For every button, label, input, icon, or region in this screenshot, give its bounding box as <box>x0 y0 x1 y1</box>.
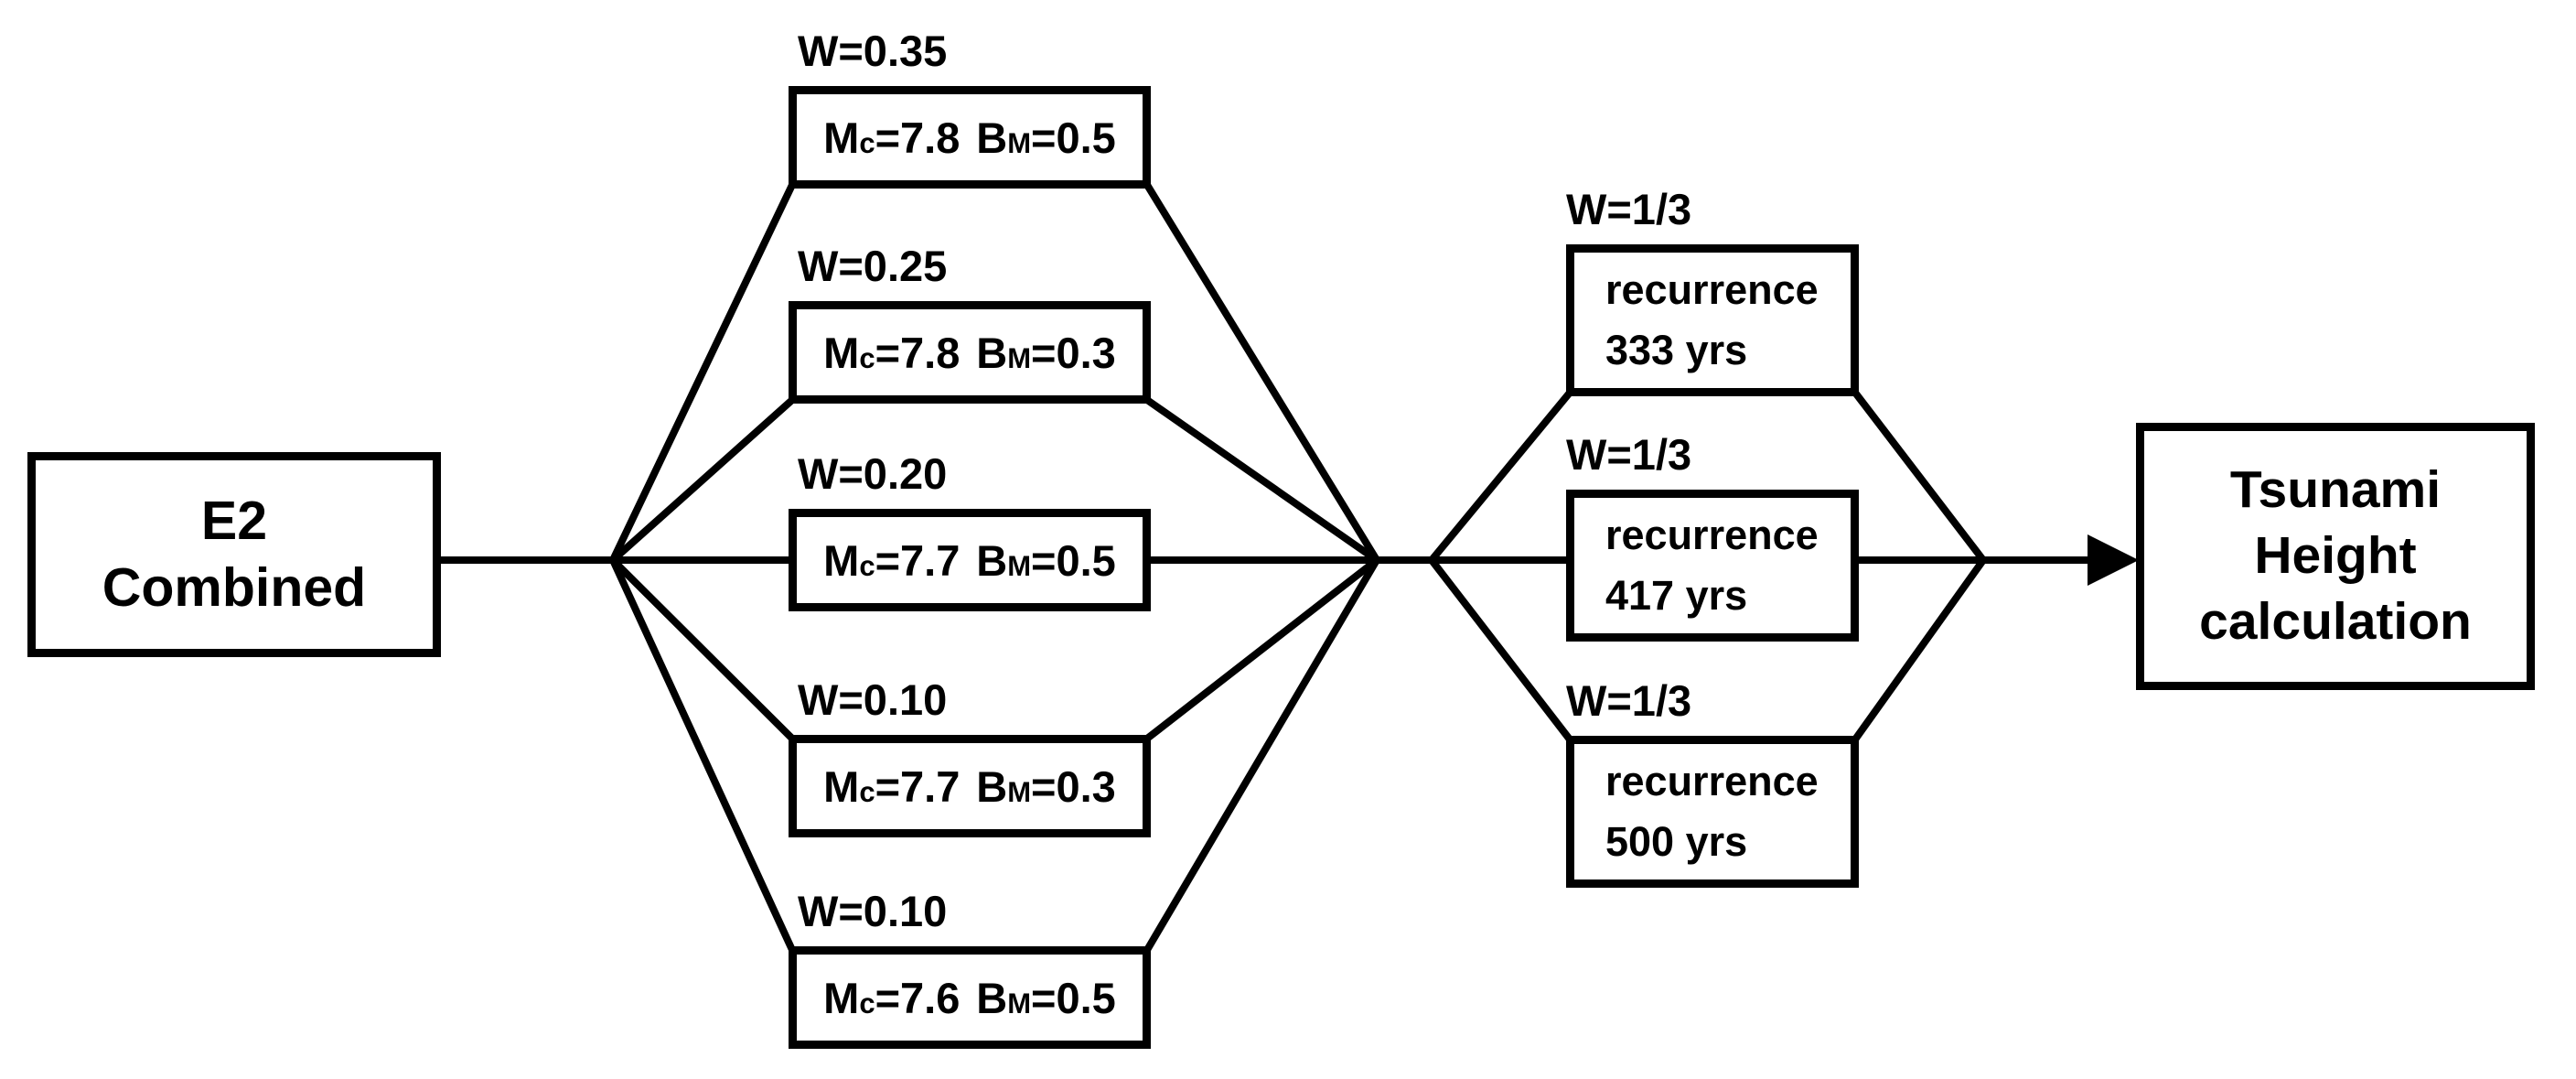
source-box-line2: Combined <box>102 557 367 618</box>
mc-formula: Mc=7.8 <box>823 113 961 162</box>
bm-formula: BM=0.5 <box>976 973 1116 1022</box>
weight-label: W=1/3 <box>1566 676 1692 725</box>
recurrence-line1: recurrence <box>1605 511 1819 558</box>
recurrence-branch-box: recurrence 333 yrs <box>1566 244 1859 396</box>
connector-line <box>1143 182 1380 563</box>
connector-line <box>610 557 795 741</box>
recurrence-line2: 500 yrs <box>1605 818 1748 865</box>
output-box-line3: calculation <box>2199 591 2472 651</box>
weight-label: W=0.25 <box>798 242 948 290</box>
arrow-head-icon <box>2088 534 2139 586</box>
output-box-line1: Tsunami <box>2229 460 2442 520</box>
output-box-tsunami-height-calculation: Tsunami Height calculation <box>2136 423 2535 690</box>
mc-formula: Mc=7.7 <box>823 761 961 811</box>
mc-formula: Mc=7.6 <box>823 973 961 1022</box>
magnitude-branch-box: Mc=7.7 BM=0.3 <box>789 735 1151 837</box>
recurrence-branch-box: recurrence 500 yrs <box>1566 736 1859 888</box>
connector-line <box>1144 396 1379 564</box>
bm-formula: BM=0.5 <box>976 535 1116 585</box>
bm-formula: BM=0.3 <box>976 761 1116 811</box>
recurrence-line2: 417 yrs <box>1605 572 1748 619</box>
bm-formula: BM=0.3 <box>976 328 1116 377</box>
magnitude-branch-box: Mc=7.7 BM=0.5 <box>789 509 1151 611</box>
magnitude-branch-box: Mc=7.8 BM=0.5 <box>789 86 1151 189</box>
bm-formula: BM=0.5 <box>976 113 1116 162</box>
connector-line <box>1852 557 1987 742</box>
weight-label: W=0.10 <box>798 675 948 724</box>
output-box-line2: Height <box>2254 526 2417 586</box>
magnitude-branch-box: Mc=7.6 BM=0.5 <box>789 946 1151 1049</box>
connector-line <box>1852 390 1987 563</box>
weight-label: W=0.10 <box>798 887 948 935</box>
weight-label: W=1/3 <box>1566 185 1692 233</box>
recurrence-line2: 333 yrs <box>1605 327 1748 373</box>
connector-line <box>609 558 796 952</box>
connector-line <box>1144 556 1379 742</box>
weight-label: W=0.35 <box>798 27 948 75</box>
mc-formula: Mc=7.7 <box>823 535 961 585</box>
recurrence-branch-box: recurrence 417 yrs <box>1566 490 1859 642</box>
source-box-line1: E2 <box>200 491 268 552</box>
source-box-e2-combined: E2 Combined <box>27 452 441 657</box>
connector-line <box>1428 390 1573 563</box>
connector-line <box>609 183 796 562</box>
connector-line <box>1143 557 1380 953</box>
mc-formula: Mc=7.8 <box>823 328 961 377</box>
magnitude-branch-box: Mc=7.8 BM=0.3 <box>789 301 1151 404</box>
connector-line <box>610 397 795 563</box>
connector-line <box>1428 557 1573 742</box>
weight-label: W=1/3 <box>1566 430 1692 479</box>
weight-label: W=0.20 <box>798 449 948 498</box>
recurrence-line1: recurrence <box>1605 265 1819 313</box>
recurrence-line1: recurrence <box>1605 757 1819 804</box>
